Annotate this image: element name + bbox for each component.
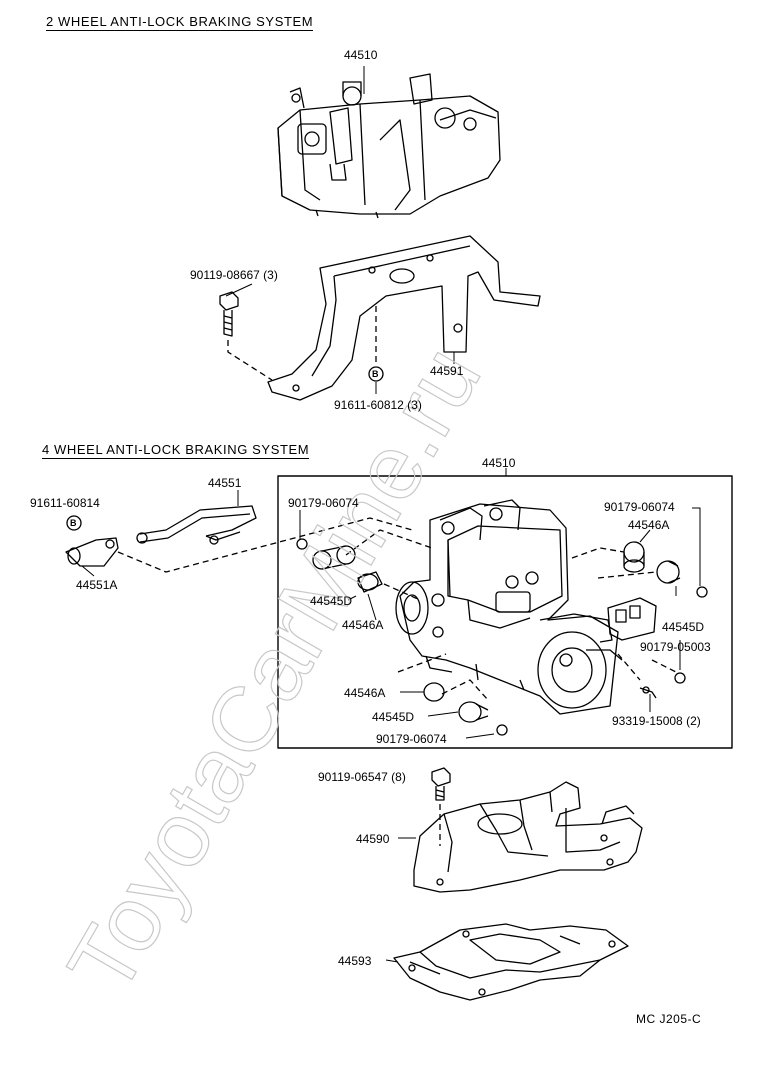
section-title-2wd: 2 WHEEL ANTI-LOCK BRAKING SYSTEM — [46, 14, 314, 31]
part-label-90179-06074-c: 90179-06074 — [376, 732, 447, 746]
cushion-44546A-right — [623, 541, 645, 573]
part-label-44546A-a: 44546A — [342, 618, 384, 632]
bracket-44591 — [267, 235, 541, 401]
part-label-44546A-b: 44546A — [628, 518, 670, 532]
part-label-44551: 44551 — [208, 476, 242, 490]
part-label-90179-06074-b: 90179-06074 — [604, 500, 675, 514]
part-label-44545D-c: 44545D — [372, 710, 415, 724]
cushion-44545D-left — [296, 538, 356, 570]
part-label-44591: 44591 — [430, 364, 464, 378]
part-label-91611-60814: 91611-60814 — [30, 496, 100, 510]
plate-44593 — [393, 923, 629, 1001]
part-label-44590: 44590 — [356, 832, 390, 846]
part-label-90179-06074-a: 90179-06074 — [288, 496, 359, 510]
part-label-90179-05003: 90179-05003 — [640, 640, 711, 654]
brake-tube-44551 — [136, 505, 257, 545]
part-label-44545D-a: 44545D — [310, 594, 353, 608]
leader-dashed-bolt — [227, 340, 273, 381]
cushion-44545D-right — [656, 560, 708, 598]
part-label-90119-08667: 90119-08667 (3) — [190, 268, 278, 282]
part-label-44510-4wd: 44510 — [482, 456, 516, 470]
bracket-44590 — [413, 781, 643, 893]
part-label-44593: 44593 — [338, 954, 372, 968]
b-marker-label-2wd: B — [372, 369, 379, 379]
watermark-text: ToyotaCarMine.ru — [49, 330, 500, 1010]
actuator-4wd — [395, 499, 657, 715]
part-label-44551A: 44551A — [76, 578, 118, 592]
section-title-4wd: 4 WHEEL ANTI-LOCK BRAKING SYSTEM — [42, 442, 310, 459]
part-label-90119-06547: 90119-06547 (8) — [318, 770, 406, 784]
part-label-44510-2wd: 44510 — [344, 48, 378, 62]
cushion-44546A-left — [357, 571, 383, 593]
part-label-44545D-b: 44545D — [662, 620, 705, 634]
part-label-91611-60812: 91611-60812 (3) — [334, 398, 422, 412]
bolt-90119-06547 — [431, 767, 451, 801]
bracket-44551A — [65, 537, 119, 567]
bolt-90119-08667 — [219, 291, 239, 337]
actuator-2wd — [277, 73, 501, 219]
assembly-box — [277, 475, 733, 749]
b-marker-label-4wd: B — [70, 518, 77, 528]
figure-code: MC J205-C — [636, 1012, 702, 1026]
part-label-44546A-c: 44546A — [344, 686, 386, 700]
b-marker-circle-4wd — [66, 515, 82, 531]
part-label-93319-15008: 93319-15008 (2) — [612, 714, 701, 728]
watermark: ToyotaCarMine.ru — [48, 330, 501, 1011]
b-marker-circle-2wd — [368, 366, 384, 382]
